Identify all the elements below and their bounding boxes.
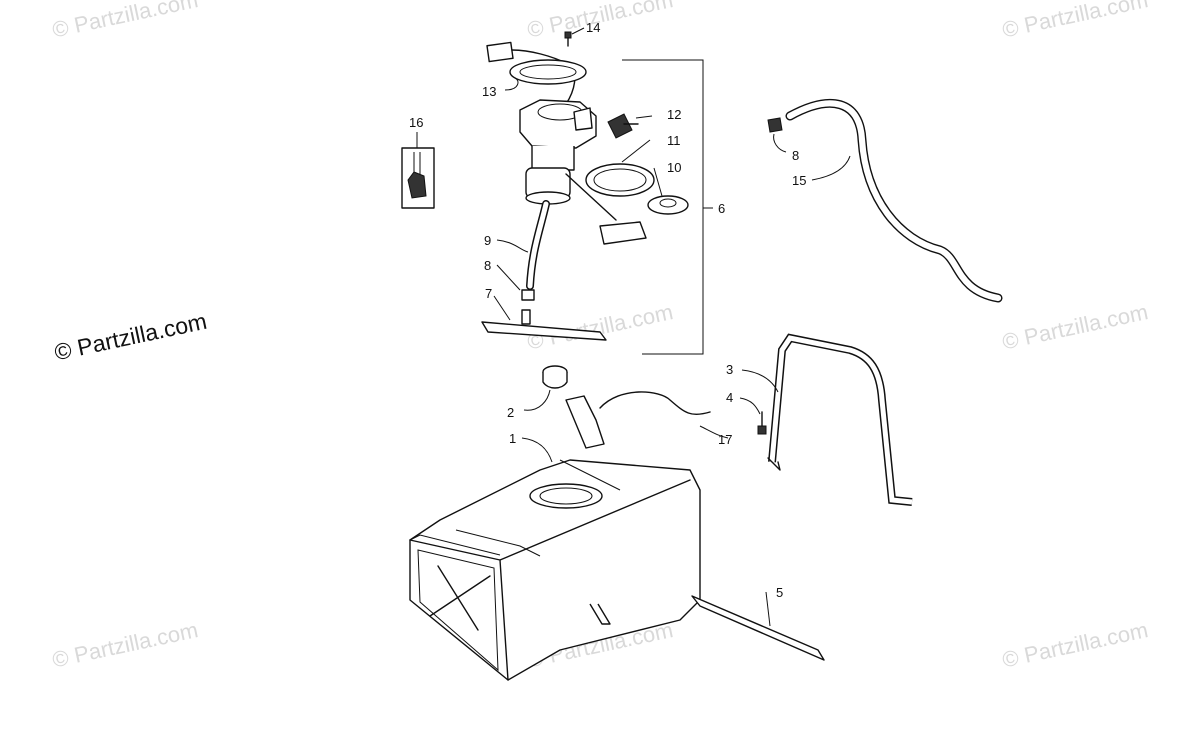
- callout-13: 13: [482, 84, 496, 99]
- part-4-bolt: [739, 397, 767, 435]
- callout-12: 12: [667, 107, 681, 122]
- part-9-hose: [496, 200, 550, 290]
- callout-14: 14: [586, 20, 600, 35]
- callout-16: 16: [409, 115, 423, 130]
- callout-1: 1: [509, 431, 516, 446]
- callout-5: 5: [776, 585, 783, 600]
- fuel-pump-module: [519, 99, 647, 245]
- callout-15: 15: [792, 173, 806, 188]
- assembly-6-bracket: [622, 59, 713, 355]
- part-14-screw: [564, 27, 585, 47]
- callout-4: 4: [726, 390, 733, 405]
- callout-8-vent: 8: [792, 148, 799, 163]
- part-2-filler-cap: [523, 365, 568, 411]
- part-15-vent-hose: [767, 98, 1003, 303]
- part-10-seal: [647, 167, 689, 215]
- part-5-pad: [691, 591, 825, 661]
- part-8-clamp: [496, 264, 535, 301]
- callout-6: 6: [718, 201, 725, 216]
- callout-8-pump: 8: [484, 258, 491, 273]
- callout-11: 11: [667, 133, 681, 148]
- part-8-vent-clamp-leader: [773, 133, 787, 153]
- part-3-strap: [741, 333, 913, 506]
- callout-7: 7: [485, 286, 492, 301]
- part-17-vent-line: [599, 391, 729, 439]
- part-7-strainer: [481, 295, 607, 341]
- part-12-fitting: [607, 113, 653, 139]
- part-11-o-ring: [585, 139, 655, 197]
- part-16-decal: [401, 132, 435, 209]
- callout-9: 9: [484, 233, 491, 248]
- part-13-wire-harness: [486, 41, 587, 105]
- callout-10: 10: [667, 160, 681, 175]
- callout-17: 17: [718, 432, 732, 447]
- part-1-fuel-tank: [409, 395, 701, 681]
- callout-3: 3: [726, 362, 733, 377]
- callout-2: 2: [507, 405, 514, 420]
